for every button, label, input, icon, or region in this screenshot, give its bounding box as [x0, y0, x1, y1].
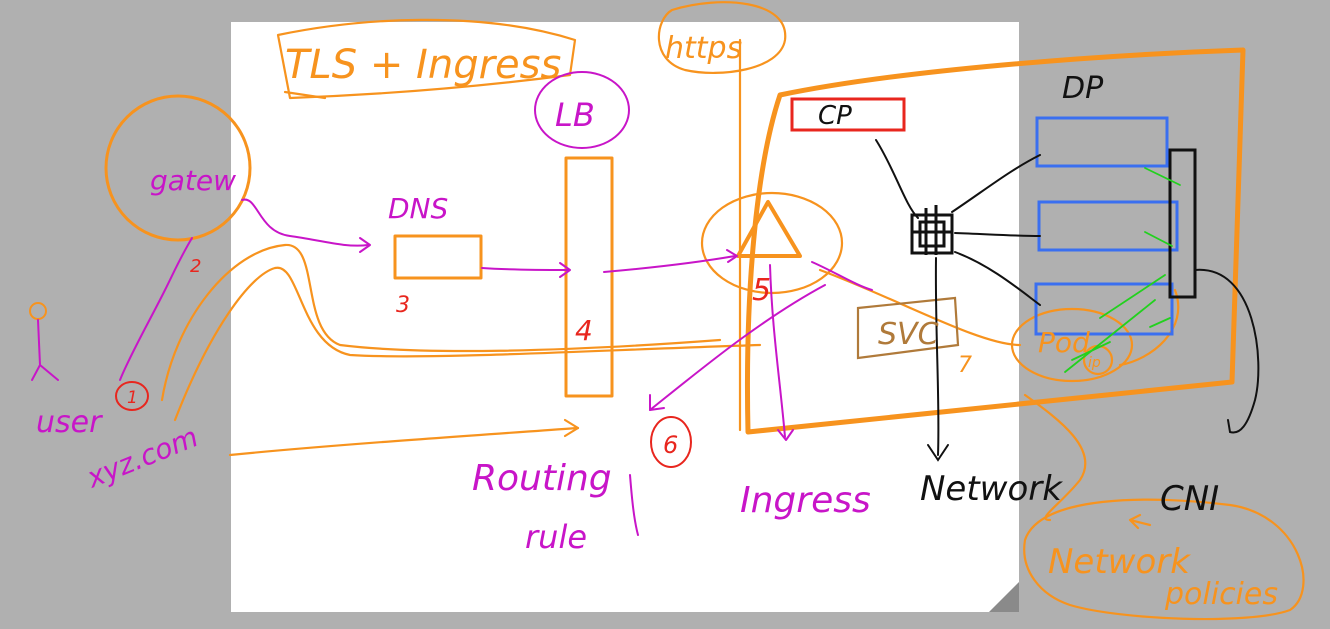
dns-to-lb: [481, 267, 569, 271]
lb-to-ingress: [603, 255, 736, 273]
domain-path: [228, 426, 580, 457]
agent-to-node-2: [954, 232, 1041, 237]
lb-circle: [534, 71, 630, 149]
cp-to-agent-link: [875, 139, 919, 219]
cluster-boundary: [744, 47, 1246, 435]
cp-label: CP: [818, 101, 852, 131]
lb-label: LB: [555, 96, 595, 134]
routing-rule-origin: [649, 394, 665, 411]
control-plane-box: [790, 97, 906, 132]
dp-node-3: [1034, 282, 1174, 336]
pod-to-policies-link: [1023, 393, 1087, 522]
agent-to-node-1: [951, 154, 1041, 213]
user-step-label: 1: [127, 388, 138, 408]
ingress-to-pod-link: [818, 268, 1022, 347]
lb-to-ingress-arrowhead: [726, 249, 738, 263]
domain-path-arrowhead: [563, 418, 580, 438]
routing-rule-label-1: Routing: [472, 458, 612, 499]
dns-step-label: 3: [396, 293, 410, 318]
title-underline: [283, 90, 327, 100]
routing-rule-bracket: [629, 474, 639, 536]
dns-label: DNS: [388, 192, 448, 225]
dp-label: DP: [1062, 71, 1104, 106]
pod-inner-label: ip: [1088, 355, 1101, 371]
svc-step-label: 5: [752, 273, 771, 308]
title-frame: [276, 18, 577, 100]
cni-bar: [1168, 148, 1197, 299]
network-mark-3: [1099, 274, 1166, 319]
dns-box: [393, 234, 483, 280]
dp-node-2: [1037, 200, 1179, 252]
network-arrowhead: [927, 444, 949, 462]
gateway-circle: [104, 94, 252, 242]
svc-label: SVC: [878, 317, 939, 352]
ingress-to-svc-arrowhead: [777, 429, 794, 441]
network-mark-1: [1144, 167, 1181, 186]
svc-to-pod-step-label: 7: [958, 353, 972, 378]
ingress-step-label: 6: [663, 431, 678, 459]
network-label: Network: [920, 469, 1063, 509]
cni-arrow: [1128, 513, 1152, 530]
https-cloud: [657, 1, 787, 75]
agent-to-node-3: [954, 251, 1041, 306]
cni-bracket: [1194, 268, 1260, 434]
lb-box: [564, 156, 614, 398]
dns-to-lb-arrowhead: [559, 262, 571, 278]
user-to-gateway: [119, 237, 193, 381]
routing-rule-pointer: [649, 284, 826, 411]
ingress-triangle-icon: [736, 200, 802, 258]
network-mark-5: [1071, 341, 1111, 361]
network-mark-2: [1144, 231, 1173, 247]
dp-node-1: [1035, 116, 1169, 168]
routing-rule-label-2: rule: [525, 518, 587, 556]
title-label: TLS + Ingress: [285, 42, 561, 88]
gateway-label: gatew: [150, 164, 236, 197]
network-policies-label-1: Network: [1048, 542, 1191, 582]
ingress-step-circle: [650, 416, 692, 468]
node-agent-icon: [910, 205, 954, 255]
https-label: https: [665, 31, 742, 66]
request-path-upper: [160, 243, 722, 402]
ingress-label: Ingress: [740, 480, 871, 521]
network-arrow: [934, 257, 940, 456]
user-label: user: [36, 405, 103, 440]
network-policies-blob: [1023, 498, 1305, 621]
request-path-lower: [173, 266, 762, 422]
cni-label: CNI: [1160, 479, 1219, 519]
gateway-step-label: 2: [190, 256, 201, 277]
network-mark-4: [1064, 299, 1156, 373]
cluster-pod-extension: [1118, 288, 1180, 367]
page-curl: [989, 582, 1019, 612]
gateway-to-dns: [241, 198, 369, 247]
network-mark-6: [1149, 317, 1171, 328]
ingress-to-pod-arrow: [811, 261, 873, 291]
gateway-to-dns-arrowhead: [359, 237, 371, 253]
user-step-circle: [115, 381, 149, 411]
lb-step-label: 4: [575, 314, 593, 347]
ingress-to-svc: [769, 264, 786, 438]
whiteboard-sheet: [231, 22, 1019, 612]
pod-label: Pod: [1038, 326, 1090, 359]
network-policies-label-2: policies: [1164, 577, 1278, 612]
user-figure-icon: [29, 302, 59, 381]
svc-box: [856, 296, 960, 360]
